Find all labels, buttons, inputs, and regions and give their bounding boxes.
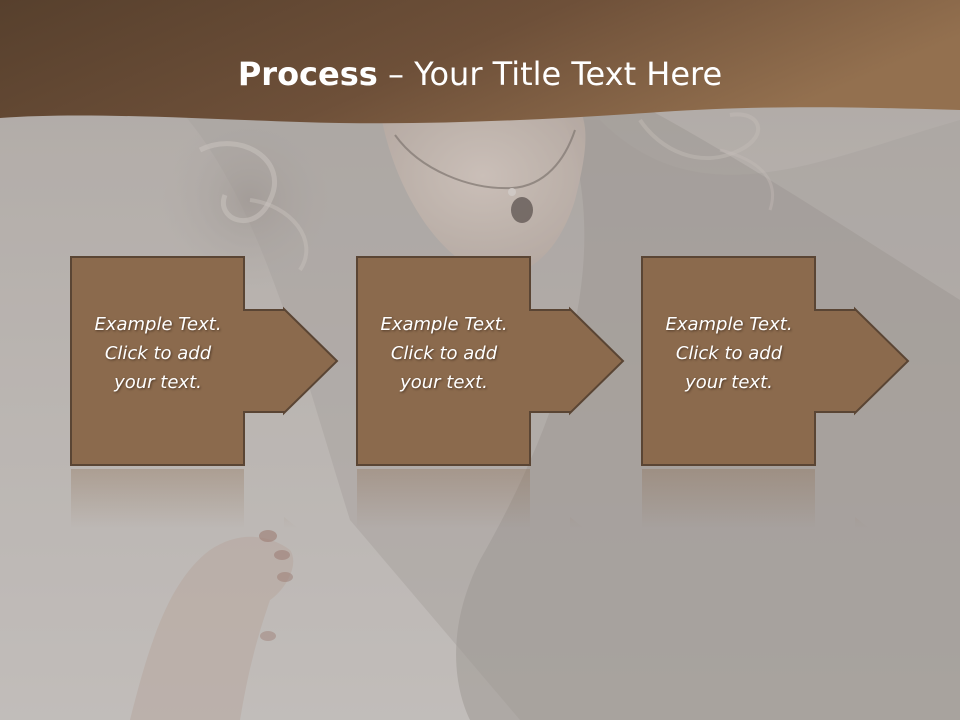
title-rest-part: – Your Title Text Here bbox=[377, 55, 723, 93]
header-band bbox=[0, 0, 960, 124]
title-bold-part: Process bbox=[237, 55, 378, 93]
step-1-reflection bbox=[71, 469, 299, 529]
step-3-box[interactable] bbox=[641, 256, 910, 466]
step-2-reflection bbox=[357, 469, 585, 529]
step-1-box[interactable] bbox=[70, 256, 339, 466]
page-title[interactable]: Process – Your Title Text Here bbox=[0, 52, 960, 96]
step-2-text[interactable]: Example Text. Click to add your text. bbox=[380, 314, 508, 393]
step-3-reflection bbox=[642, 469, 870, 529]
step-2-box[interactable] bbox=[356, 256, 625, 466]
step-1-text[interactable]: Example Text. Click to add your text. bbox=[94, 314, 222, 393]
step-3-text[interactable]: Example Text. Click to add your text. bbox=[665, 314, 793, 393]
